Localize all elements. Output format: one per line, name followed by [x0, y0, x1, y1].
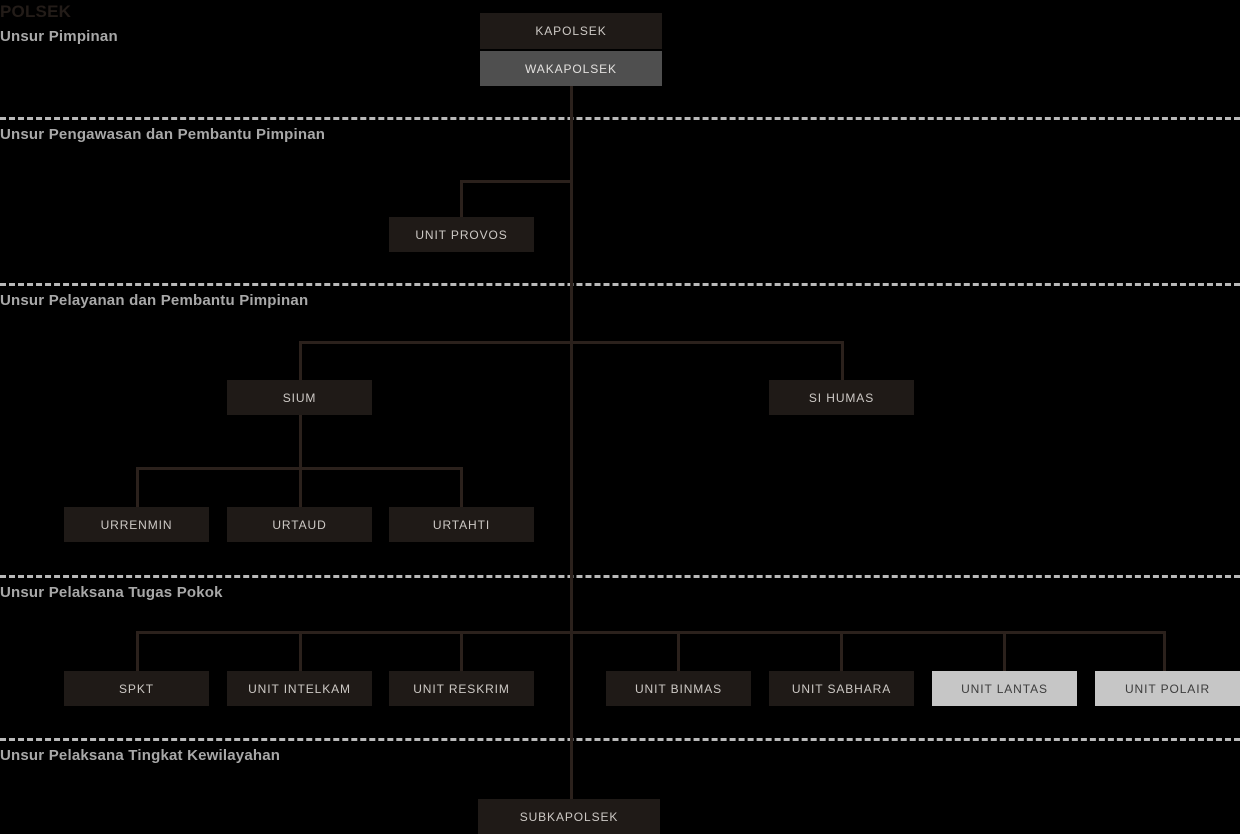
- connector-main-trunk: [570, 85, 573, 800]
- section-label-pengawasan: Unsur Pengawasan dan Pembantu Pimpinan: [0, 126, 326, 143]
- node-si-humas[interactable]: SI HUMAS: [769, 380, 914, 415]
- node-unit-sabhara[interactable]: UNIT SABHARA: [769, 671, 914, 706]
- connector-reskrim-drop: [460, 631, 463, 672]
- connector-sium-drop: [299, 341, 302, 381]
- page-title: POLSEK: [0, 2, 72, 21]
- node-urtaud[interactable]: URTAUD: [227, 507, 372, 542]
- node-unit-provos[interactable]: UNIT PROVOS: [389, 217, 534, 252]
- node-urrenmin[interactable]: URRENMIN: [64, 507, 209, 542]
- node-kapolsek[interactable]: KAPOLSEK: [480, 13, 662, 49]
- section-label-pimpinan: Unsur Pimpinan: [0, 28, 118, 45]
- node-unit-intelkam[interactable]: UNIT INTELKAM: [227, 671, 372, 706]
- node-sium[interactable]: SIUM: [227, 380, 372, 415]
- connector-urtaud-drop: [299, 467, 302, 508]
- node-wakapolsek[interactable]: WAKAPOLSEK: [480, 51, 662, 86]
- connector-pelayanan-bar: [299, 341, 844, 344]
- divider-pelayanan: [0, 283, 1240, 286]
- connector-binmas-drop: [677, 631, 680, 672]
- connector-sium-stem: [299, 414, 302, 469]
- connector-intelkam-drop: [299, 631, 302, 672]
- divider-kewilayahan: [0, 738, 1240, 741]
- connector-polair-drop: [1163, 631, 1166, 672]
- node-spkt[interactable]: SPKT: [64, 671, 209, 706]
- connector-provos-vertical: [460, 180, 463, 218]
- divider-pelaksana: [0, 575, 1240, 578]
- section-label-kewilayahan: Unsur Pelaksana Tingkat Kewilayahan: [0, 747, 281, 764]
- node-unit-reskrim[interactable]: UNIT RESKRIM: [389, 671, 534, 706]
- node-unit-binmas[interactable]: UNIT BINMAS: [606, 671, 751, 706]
- node-subkapolsek[interactable]: SUBKAPOLSEK: [478, 799, 660, 834]
- divider-pengawasan: [0, 117, 1240, 120]
- connector-lantas-drop: [1003, 631, 1006, 672]
- node-unit-polair[interactable]: UNIT POLAIR: [1095, 671, 1240, 706]
- connector-sihumas-drop: [841, 341, 844, 381]
- connector-spkt-drop: [136, 631, 139, 672]
- connector-urtahti-drop: [460, 467, 463, 508]
- node-unit-lantas[interactable]: UNIT LANTAS: [932, 671, 1077, 706]
- section-label-pelayanan: Unsur Pelayanan dan Pembantu Pimpinan: [0, 292, 309, 309]
- section-label-pelaksana: Unsur Pelaksana Tugas Pokok: [0, 584, 223, 601]
- connector-pelaksana-bar: [136, 631, 1164, 634]
- node-urtahti[interactable]: URTAHTI: [389, 507, 534, 542]
- connector-sabhara-drop: [840, 631, 843, 672]
- connector-provos-horizontal: [460, 180, 572, 183]
- connector-urrenmin-drop: [136, 467, 139, 508]
